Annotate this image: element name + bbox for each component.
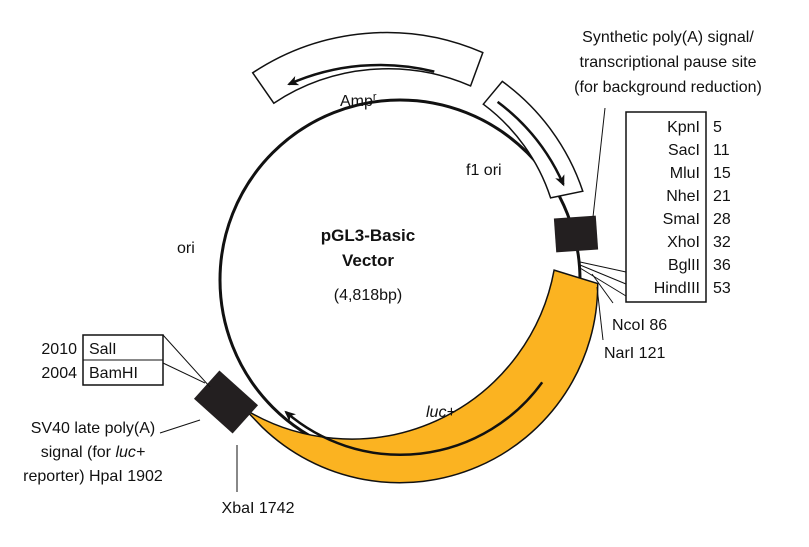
mcs-site-name: XhoI bbox=[667, 234, 700, 251]
mcs-site-name: KpnI bbox=[667, 119, 700, 136]
mcs-site-name: SacI bbox=[668, 142, 700, 159]
mcs-site-pos: 11 bbox=[713, 142, 730, 159]
luc-direction-arrow bbox=[284, 381, 544, 456]
mcs-site-pos: 53 bbox=[713, 280, 731, 297]
ori-label: ori bbox=[177, 240, 195, 257]
sv40-label-line2: signal (for luc+ bbox=[41, 444, 146, 461]
sv40-luc-italic: luc+ bbox=[115, 444, 145, 461]
mcs-site-name: SmaI bbox=[663, 211, 700, 228]
leader-lines bbox=[159, 107, 627, 492]
polya-signal-line1: Synthetic poly(A) signal/ bbox=[582, 29, 754, 46]
vector-size: (4,818bp) bbox=[334, 287, 403, 304]
nari-site-label: NarI 121 bbox=[604, 345, 665, 362]
amp-resistance-segment bbox=[251, 31, 484, 105]
mcs-box bbox=[625, 111, 707, 303]
mcs-site-pos: 5 bbox=[713, 119, 722, 136]
f1-ori-segment bbox=[482, 80, 584, 199]
amp-label: Ampr bbox=[340, 91, 377, 110]
xbai-site-label: XbaI 1742 bbox=[222, 500, 295, 517]
bamhi-name: BamHI bbox=[89, 365, 138, 382]
mcs-site-pos: 32 bbox=[713, 234, 731, 251]
bamhi-position: 2004 bbox=[41, 365, 77, 382]
sv40-label-line1: SV40 late poly(A) bbox=[31, 420, 156, 437]
amp-direction-arrow bbox=[287, 63, 435, 86]
mcs-site-pos: 21 bbox=[713, 188, 731, 205]
mcs-site-pos: 15 bbox=[713, 165, 731, 182]
mcs-site-name: MluI bbox=[670, 165, 700, 182]
mcs-site-name: HindIII bbox=[654, 280, 700, 297]
polya-signal-line2: transcriptional pause site bbox=[580, 54, 757, 71]
mcs-site-pos: 36 bbox=[713, 257, 731, 274]
vector-name-line2: Vector bbox=[342, 251, 394, 270]
luc-label: luc+ bbox=[426, 404, 456, 421]
synthetic-polya-box bbox=[553, 215, 599, 253]
sali-name: SalI bbox=[89, 341, 117, 358]
sali-position: 2010 bbox=[41, 341, 77, 358]
amp-superscript: r bbox=[373, 91, 377, 103]
f1-ori-direction-arrow bbox=[496, 100, 565, 187]
sv40-label-line3: reporter) HpaI 1902 bbox=[23, 468, 163, 485]
mcs-site-name: NheI bbox=[666, 188, 700, 205]
ncoi-site-label: NcoI 86 bbox=[612, 317, 667, 334]
f1-ori-label: f1 ori bbox=[466, 162, 502, 179]
mcs-site-name: BglII bbox=[668, 257, 700, 274]
luc-segment bbox=[244, 269, 599, 484]
mcs-list: KpnI 5 SacI 11 MluI 15 NheI 21 SmaI 28 X… bbox=[654, 119, 731, 297]
vector-name-line1: pGL3-Basic bbox=[321, 226, 415, 245]
polya-signal-line3: (for background reduction) bbox=[574, 79, 762, 96]
mcs-site-pos: 28 bbox=[713, 211, 731, 228]
